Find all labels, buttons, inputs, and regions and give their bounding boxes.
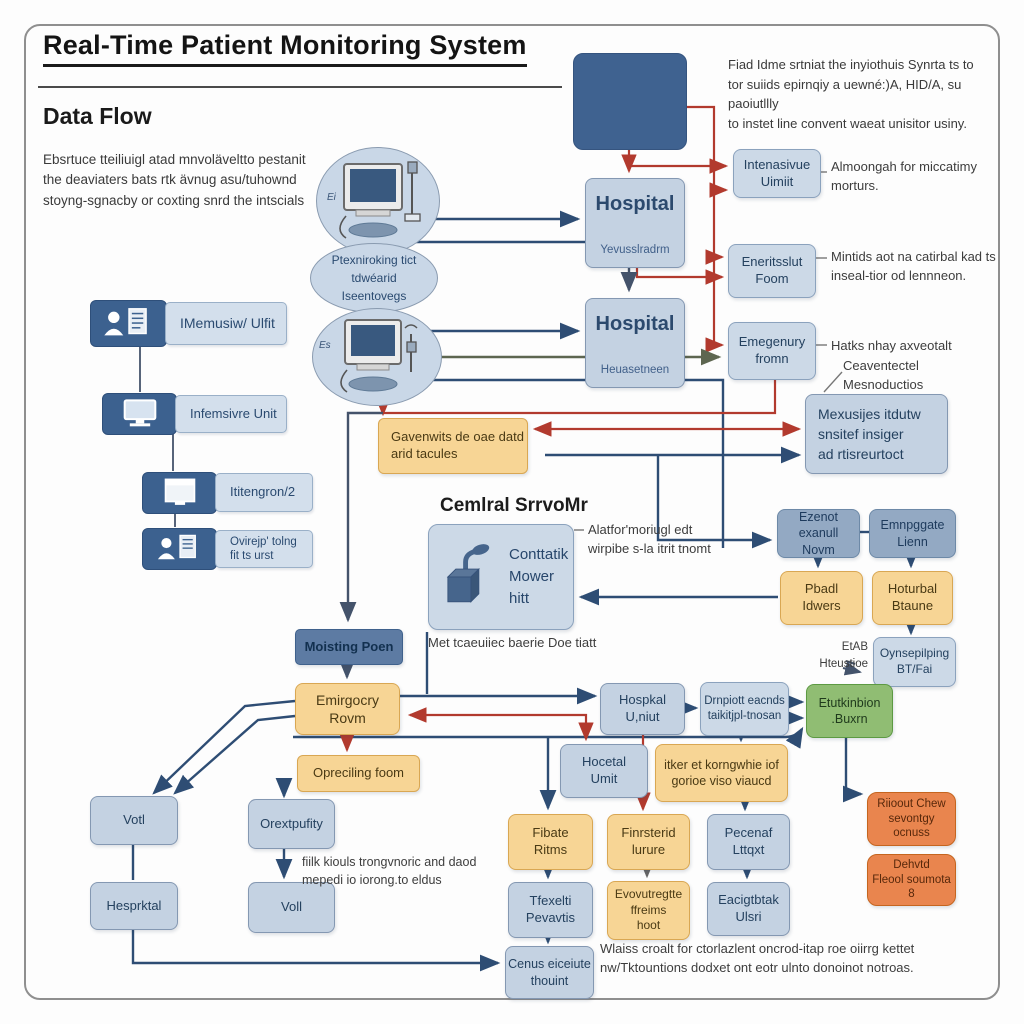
- iv-pole-icon: [404, 324, 418, 372]
- emergency-room-box: Emegenury fromn: [728, 322, 816, 380]
- tfexelti-box: Tfexelti Pevavtis: [508, 882, 593, 938]
- operating-room-box: Opreciling foom: [297, 755, 420, 792]
- central-server-box: Conttatik Mower hitt: [428, 524, 574, 630]
- hospital-subtitle: Yevusslradrm: [600, 244, 670, 257]
- evov-box: Evovutregtte ffreims hoot: [607, 881, 690, 940]
- user-document-icon: [90, 300, 167, 347]
- intensive-unit-box: Intenasivue Uimiit: [733, 149, 821, 198]
- pecenaf-box: Pecenaf Lttqxt: [707, 814, 790, 870]
- hocetal-unit-box: Hocetal Umit: [560, 744, 648, 798]
- monitor-ellipse-top: [316, 147, 440, 255]
- hospital-box-1: Hospital Yevusslradrm: [585, 178, 685, 268]
- iv-pole-icon: [404, 161, 421, 222]
- moisting-box: Moisting Poen: [295, 629, 403, 665]
- server-note: Alatfor'moriugl edt wirpibe s-la itrit t…: [588, 522, 711, 556]
- top-right-note: Fiad Idme srtniat the inyiothuis Synrta …: [728, 57, 974, 131]
- etab-label: EtAB Hteustioe: [819, 641, 868, 670]
- hospital-left-box: Hesprktal: [90, 882, 178, 930]
- monitor-ellipse-bottom: [312, 308, 442, 406]
- header-divider: [38, 86, 562, 88]
- distribution-box: Etutkinbion .Buxrn: [806, 684, 893, 738]
- left-list-item-2: Infemsivre Unit: [175, 395, 287, 433]
- hospital-unit-box: Hospkal U,niut: [600, 683, 685, 735]
- left-list-item-3: Ititengron/2: [215, 473, 313, 512]
- riioout-box: Riioout Chew sevontgy ocnuss: [867, 792, 956, 846]
- oynsepilping-box: Oynsepilping BT/Fai: [873, 637, 956, 687]
- itker-box: itker et korngwhie iof gorioe viso viauc…: [655, 744, 788, 802]
- monitor-icon: [102, 393, 177, 435]
- eacig-box: Eacigtbtak Ulsri: [707, 882, 790, 936]
- section-heading: Data Flow: [43, 103, 152, 129]
- messages-box: Mexusijes itdutw snsitef insiger ad rtis…: [805, 394, 948, 474]
- network-ellipse: Ptexniroking tict tdwéarid Iseentovegs: [310, 243, 438, 313]
- conus-box: Cenus eiceiute thouint: [505, 946, 594, 999]
- emergency-annotation: Hatks nhay axveotalt: [831, 338, 952, 353]
- bottom-note: Wlaiss croalt for ctorlazlent oncrod-ita…: [600, 941, 915, 975]
- window-icon: [142, 472, 217, 514]
- emnpggate-box: Emnpggate Lienn: [869, 509, 956, 558]
- emergency-room-orange-box: Emirgocry Rovm: [295, 683, 400, 735]
- intensive-unit-annotation: Almoongah for miccatimy morturs.: [831, 159, 977, 193]
- eneritsslut-annotation: Mintids aot na catirbal kad ts inseal-ti…: [831, 249, 996, 283]
- orextpufity-box: Orextpufity: [248, 799, 335, 849]
- page-title: Real-Time Patient Monitoring System: [43, 30, 527, 67]
- annotation-leader-lines: [574, 171, 843, 531]
- intro-paragraph: Ebsrtuce tteiliuigl atad mnvoläveltto pe…: [43, 152, 306, 208]
- server-box-label: Conttatik Mower hitt: [509, 546, 569, 607]
- hospital-subtitle: Heuasetneen: [600, 364, 670, 377]
- hospital-box-2: Hospital Heuasetneen: [585, 298, 685, 388]
- monitor-top-label: Ei: [327, 192, 336, 203]
- votl-box: Votl: [90, 796, 178, 845]
- dehvtd-box: Dehvtd Fleool soumota 8: [867, 854, 956, 906]
- central-server-heading: Cemlral SrrvoMr: [440, 495, 588, 516]
- source-device-box: [573, 53, 687, 150]
- user-document-icon: [142, 528, 217, 570]
- pbadl-box: Pbadl Idwers: [780, 571, 863, 625]
- hospital-title: Hospital: [595, 313, 675, 335]
- flow-note-left: fiilk kiouls trongvnoric and daod mepedi…: [302, 855, 477, 888]
- generates-data-box: Gavenwits de oae datd arid tacules: [378, 418, 528, 474]
- hospital-title: Hospital: [595, 193, 675, 215]
- patient-monitor-icon: [339, 161, 421, 239]
- monitor-bottom-label: Es: [319, 340, 331, 351]
- drnpiott-box: Drnpiott eacnds taikitjpl-tnosan: [700, 682, 789, 736]
- event-manual-box: Ezenot exanull Novm: [777, 509, 860, 558]
- server-caption: Met tcaeuiiec baerie Doe tiatt: [428, 635, 597, 650]
- left-list-item-1: IMemusiw/ Ulfit: [165, 302, 287, 345]
- server-cube-icon: [446, 544, 490, 603]
- page-frame: [24, 24, 1000, 1000]
- patient-monitor-icon: [340, 319, 418, 393]
- hoturbal-box: Hoturbal Btaune: [872, 571, 953, 625]
- fibate-box: Fibate Ritms: [508, 814, 593, 870]
- voll-box: Voll: [248, 882, 335, 933]
- finrsterid-box: Finrsterid lurure: [607, 814, 690, 870]
- connected-annotation: Ceaventectel Mesnoductios: [843, 358, 924, 392]
- eneritsslut-room-box: Eneritsslut Foom: [728, 244, 816, 298]
- left-list-item-4: Ovirejp' tolng fit ts urst: [215, 530, 313, 568]
